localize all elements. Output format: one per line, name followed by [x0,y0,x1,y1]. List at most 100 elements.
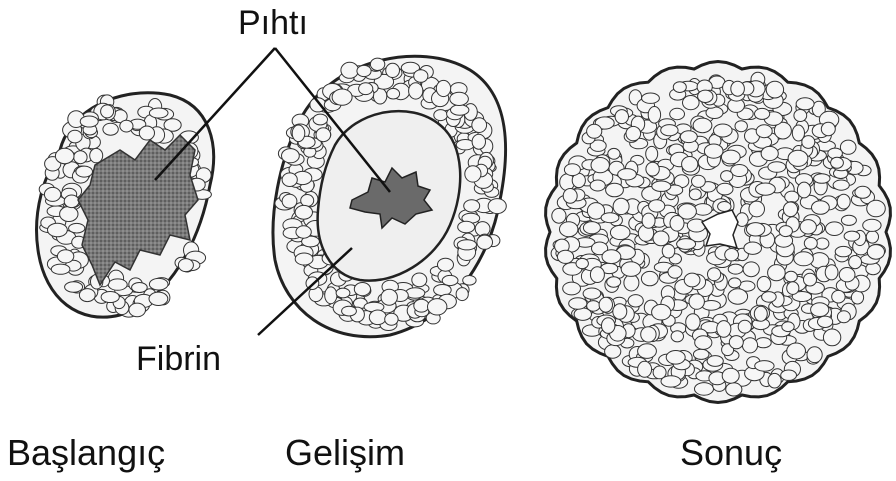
cell [844,231,860,241]
cell [670,216,684,232]
cell [591,158,609,173]
cell [451,105,469,115]
cell [76,166,93,177]
cell [729,278,741,288]
cell [837,311,850,323]
cell [648,107,660,124]
cell [450,92,469,105]
cell [149,292,168,305]
cell [613,198,629,214]
cell [794,252,814,266]
cell [746,223,764,236]
cell [74,151,87,164]
cell [738,320,751,333]
cell [641,271,658,285]
cell [296,226,311,238]
cell [563,189,577,204]
cell [783,202,797,217]
cell [414,70,428,83]
cell [569,298,587,309]
cell [618,169,637,180]
cell [472,134,485,149]
cell [814,174,830,184]
cell [55,148,74,163]
cell [336,288,350,298]
cell [458,221,475,232]
cell [785,271,798,282]
cell [768,162,786,173]
cell [721,150,740,164]
cell [652,304,671,320]
cell [436,80,450,96]
cell [867,245,884,260]
cell [671,331,683,342]
cell [788,150,808,166]
cell [475,222,490,236]
cell [762,292,777,303]
cell [863,219,881,231]
cell [599,297,612,312]
cell [743,262,759,277]
cell [742,338,757,353]
cell [714,124,733,137]
cell [357,65,371,76]
cell [649,200,665,212]
cell [354,283,370,296]
cell [652,181,671,191]
cell [683,96,700,110]
cell [464,200,480,212]
cell [465,166,481,182]
cell [673,82,686,93]
cell [560,222,578,237]
cell [804,237,817,249]
cell [488,199,506,214]
cell [295,253,313,265]
stage-label-sonuc: Sonuç [680,432,782,473]
cell [387,88,400,99]
cell [818,316,833,327]
cell [576,258,588,268]
cell [725,249,739,261]
cell [120,120,133,132]
cell [615,110,628,124]
cell [341,62,359,78]
cell [477,235,493,249]
cell [552,208,566,223]
cell [802,136,815,149]
cell [359,83,373,95]
cell [755,108,770,119]
cell [722,368,739,383]
cell [867,200,886,217]
cell [704,144,723,158]
cell [800,220,816,234]
cell [682,157,698,172]
cell [178,259,193,272]
stage-gelisim [273,56,506,336]
cell [831,157,844,168]
cell [385,313,398,325]
cell [779,226,792,237]
cell [295,205,312,219]
cell [139,126,154,140]
cell [428,299,447,315]
cell [728,289,748,304]
cell [695,383,714,396]
cell [689,189,701,200]
cell [57,250,73,263]
cell [65,282,83,292]
cell [646,146,658,161]
cell [434,110,448,121]
cell [108,279,127,290]
cell [804,273,817,286]
cell [641,327,656,342]
cell [749,201,765,217]
cell [60,207,78,222]
cell [812,201,830,215]
cell [677,239,696,250]
cell [564,164,580,176]
cell [628,295,643,307]
cell [866,231,878,243]
cell [826,222,844,236]
cell [103,123,118,135]
cell [80,116,98,127]
